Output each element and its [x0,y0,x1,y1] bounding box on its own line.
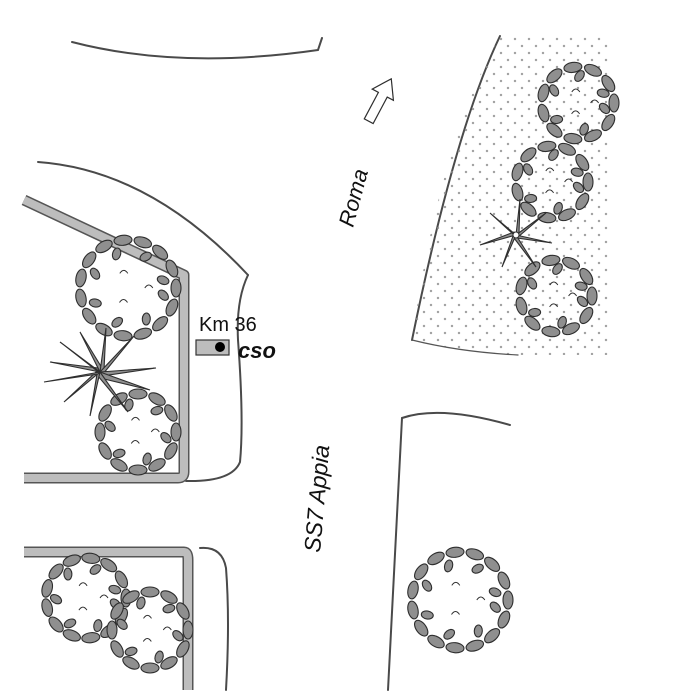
km-label: Km 36 [199,314,257,336]
station-code-label: cso [238,338,276,363]
tree-icon [537,61,620,145]
tree-icon [515,254,598,338]
tree-icon [407,546,514,654]
north-arrow-icon [363,77,395,125]
tree-icon [106,586,194,674]
station-marker-icon [195,339,230,356]
tree-icon [511,140,594,224]
tree-icon [41,552,132,644]
road-name-label: SS7 Appia [299,444,334,554]
boundary-wall-lower [24,546,194,690]
tree-icon [94,388,182,476]
boundary-wall-upper [21,195,190,484]
tree-icon [75,234,182,342]
direction-label: Roma [334,166,373,229]
palm-tree-icon [479,198,553,268]
trees [41,61,620,674]
palm-tree-icon [43,327,157,417]
